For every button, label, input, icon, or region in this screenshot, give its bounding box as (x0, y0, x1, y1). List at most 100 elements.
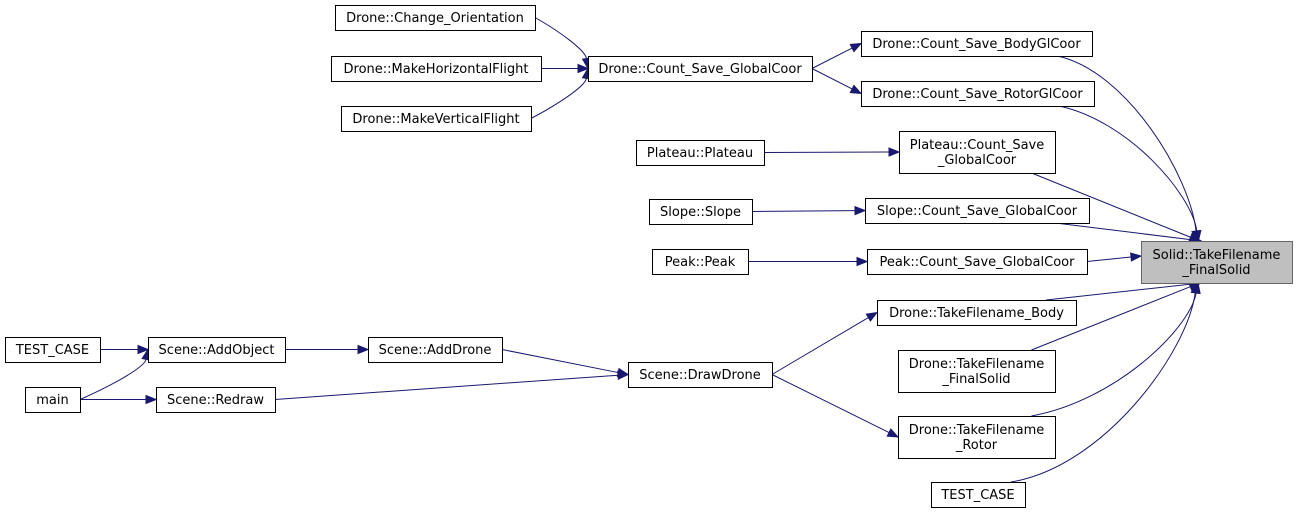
edge-arrowhead (1190, 281, 1200, 295)
node-plateau-csg[interactable]: Plateau::Count_Save_GlobalCoor (899, 131, 1056, 174)
edge-d-change-orient-to-d-csglobal (534, 17, 592, 70)
edge-arrowhead (145, 394, 158, 405)
node-box (5, 337, 101, 363)
node-label: Plateau::Count_Save (910, 138, 1045, 153)
node-box (865, 198, 1090, 224)
edge-line (1010, 292, 1196, 483)
edge-line (1031, 172, 1191, 238)
node-box (898, 416, 1056, 459)
node-box (636, 140, 765, 166)
node-d-csrotor[interactable]: Drone::Count_Save_RotorGlCoor (861, 81, 1095, 107)
edge-line (530, 78, 587, 119)
edge-d-csglobal-to-d-csbody (811, 42, 863, 69)
node-d-makehoriz[interactable]: Drone::MakeHorizontalFlight (331, 56, 542, 82)
node-test-case-r[interactable]: TEST_CASE (931, 482, 1026, 508)
node-label: Drone::TakeFilename (909, 357, 1044, 372)
node-label: Scene::DrawDrone (639, 368, 761, 383)
node-scene-drawdrone[interactable]: Scene::DrawDrone (628, 362, 773, 388)
node-label: Drone::TakeFilename_Body (889, 306, 1064, 321)
edge-slope-csg-to-solid-tfs (1055, 222, 1203, 245)
node-d-tf-finalsolid[interactable]: Drone::TakeFilename_FinalSolid (898, 350, 1056, 393)
node-peak-ctor[interactable]: Peak::Peak (652, 249, 749, 275)
edge-line (1031, 292, 1197, 417)
node-box (335, 5, 536, 31)
node-label: _FinalSolid (941, 372, 1010, 387)
edge-arrowhead (856, 256, 869, 267)
node-slope-csg[interactable]: Slope::Count_Save_GlobalCoor (865, 198, 1090, 224)
node-label: main (36, 393, 68, 408)
node-label: TEST_CASE (940, 488, 1014, 503)
node-box (649, 199, 753, 225)
node-plateau-ctor[interactable]: Plateau::Plateau (636, 140, 765, 166)
edge-scene-adddrone-to-scene-drawdrone (501, 349, 630, 378)
node-label: Peak::Count_Save_GlobalCoor (880, 255, 1076, 270)
node-box (877, 300, 1077, 326)
edge-scene-redraw-to-scene-drawdrone (274, 370, 630, 400)
node-box (861, 31, 1093, 57)
node-label: Peak::Peak (665, 255, 736, 270)
edge-line (811, 47, 853, 69)
node-box (156, 387, 276, 413)
node-d-change-orient[interactable]: Drone::Change_Orientation (335, 5, 536, 31)
node-d-tf-body[interactable]: Drone::TakeFilename_Body (877, 300, 1077, 326)
edge-line (534, 17, 588, 59)
node-label: Solid::TakeFilename (1153, 248, 1281, 263)
edge-line (1057, 55, 1197, 232)
node-solid-tfs[interactable]: Solid::TakeFilename_FinalSolid (1141, 241, 1293, 284)
node-label: Scene::Redraw (167, 393, 264, 408)
edge-arrowhead (854, 205, 867, 216)
node-box (867, 249, 1088, 275)
edge-line (501, 349, 619, 374)
node-d-makevert[interactable]: Drone::MakeVerticalFlight (341, 106, 532, 132)
node-main-fn[interactable]: main (25, 387, 81, 413)
edge-scene-drawdrone-to-d-tf-rotor (771, 374, 900, 438)
edge-arrowhead (1130, 252, 1143, 262)
edge-arrowhead (357, 344, 370, 355)
edge-line (751, 210, 856, 212)
edge-arrowhead (849, 84, 863, 95)
node-label: Plateau::Plateau (647, 146, 753, 161)
node-label: Drone::TakeFilename (909, 423, 1044, 438)
node-label: Scene::AddDrone (379, 343, 492, 358)
edge-line (79, 359, 147, 400)
node-box (25, 387, 81, 413)
edge-peak-csg-to-solid-tfs (1086, 252, 1143, 262)
edge-arrowhead (888, 147, 901, 157)
edge-plateau-ctor-to-plateau-csg (763, 147, 901, 157)
node-label: Drone::Count_Save_GlobalCoor (598, 62, 802, 77)
node-label: Drone::MakeVerticalFlight (352, 112, 519, 127)
node-box (898, 350, 1056, 393)
edge-slope-ctor-to-slope-csg (751, 205, 867, 216)
edge-line (1058, 105, 1198, 232)
node-box (931, 482, 1026, 508)
node-label: Slope::Count_Save_GlobalCoor (877, 204, 1078, 219)
node-box (628, 362, 773, 388)
edge-test-case-l-to-scene-addobject (100, 344, 150, 355)
edge-d-makehoriz-to-d-csglobal (541, 63, 590, 74)
edge-line (1055, 222, 1192, 241)
node-peak-csg[interactable]: Peak::Count_Save_GlobalCoor (867, 249, 1088, 275)
edge-line (1031, 286, 1191, 351)
node-d-csglobal[interactable]: Drone::Count_Save_GlobalCoor (588, 56, 813, 82)
node-box (652, 249, 749, 275)
node-scene-redraw[interactable]: Scene::Redraw (156, 387, 276, 413)
node-label: Slope::Slope (660, 205, 741, 220)
node-slope-ctor[interactable]: Slope::Slope (649, 199, 753, 225)
node-label: _FinalSolid (1181, 263, 1250, 278)
edge-scene-drawdrone-to-d-tf-body (771, 311, 879, 375)
node-scene-adddrone[interactable]: Scene::AddDrone (368, 337, 503, 363)
node-box (588, 56, 813, 82)
node-scene-addobject[interactable]: Scene::AddObject (148, 337, 286, 363)
edge-line (811, 68, 853, 90)
edge-line (771, 374, 890, 434)
node-test-case-l[interactable]: TEST_CASE (5, 337, 101, 363)
node-label: _Rotor (955, 438, 998, 453)
edge-arrowhead (577, 63, 590, 74)
node-d-csbody[interactable]: Drone::Count_Save_BodyGlCoor (861, 31, 1093, 57)
node-label: Drone::Count_Save_RotorGlCoor (872, 87, 1083, 102)
edge-peak-ctor-to-peak-csg (748, 256, 869, 267)
node-label: _GlobalCoor (937, 153, 1017, 168)
node-label: Drone::MakeHorizontalFlight (344, 62, 529, 77)
node-d-tf-rotor[interactable]: Drone::TakeFilename_Rotor (898, 416, 1056, 459)
